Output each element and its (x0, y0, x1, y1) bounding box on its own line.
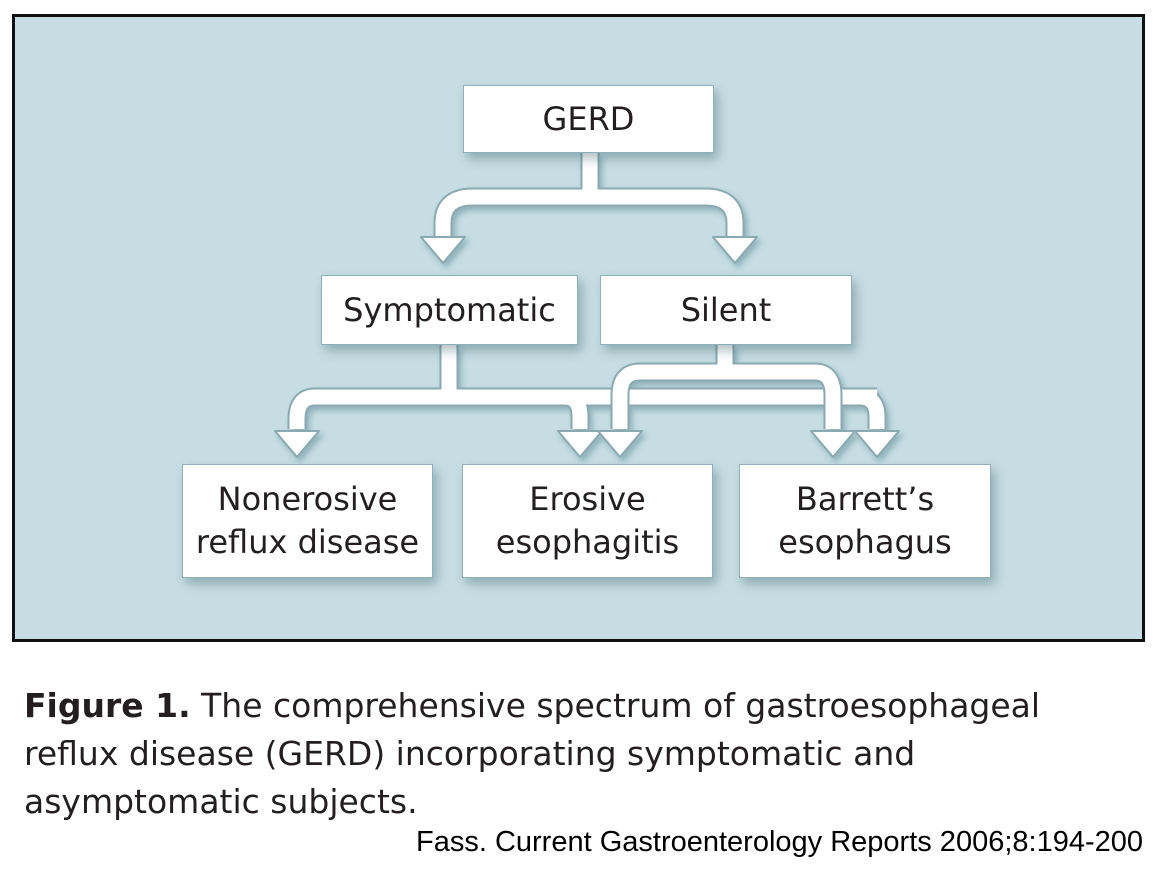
arrowhead-silent-to-erosive (597, 430, 643, 458)
arrowhead-silent-to-barretts (810, 430, 856, 458)
citation: Fass. Current Gastroenterology Reports 2… (415, 826, 1143, 858)
connector-gerd-split (435, 153, 743, 239)
connector-silent-split (612, 345, 841, 429)
node-gerd: GERD (463, 85, 714, 153)
node-gerd-label: GERD (542, 99, 635, 138)
caption-label: Figure 1. (24, 686, 191, 725)
node-erosive-esophagitis: Erosive esophagitis (462, 464, 713, 578)
arrowhead-sym-to-erosive (557, 430, 603, 458)
node-nerd-line-2: reflux disease (195, 523, 420, 561)
node-symptomatic: Symptomatic (321, 275, 578, 345)
node-nonerosive-reflux-disease: Nonerosive reflux disease (182, 464, 433, 578)
caption-text: The comprehensive spectrum of gastroesop… (24, 686, 1041, 821)
figure-panel: GERD Symptomatic Silent Nonerosive reflu… (12, 14, 1145, 642)
arrowhead-to-symptomatic (420, 236, 466, 264)
arrowhead-sym-to-barretts (854, 430, 900, 458)
node-erosive-line-1: Erosive (529, 480, 646, 518)
connector-symptomatic-split (289, 345, 885, 429)
node-silent: Silent (600, 275, 852, 345)
arrowhead-sym-to-nerd (274, 430, 320, 458)
node-nerd-line-1: Nonerosive (217, 480, 398, 518)
node-barretts-line-1: Barrett’s (795, 480, 935, 518)
node-erosive-line-2: esophagitis (495, 523, 680, 561)
node-barretts-line-2: esophagus (778, 523, 952, 561)
figure-caption: Figure 1. The comprehensive spectrum of … (24, 682, 1144, 826)
node-silent-label: Silent (680, 290, 772, 329)
node-barretts-esophagus: Barrett’s esophagus (739, 464, 991, 578)
node-symptomatic-label: Symptomatic (343, 290, 556, 329)
connector-arrows (274, 153, 900, 458)
arrowhead-to-silent (712, 236, 758, 264)
